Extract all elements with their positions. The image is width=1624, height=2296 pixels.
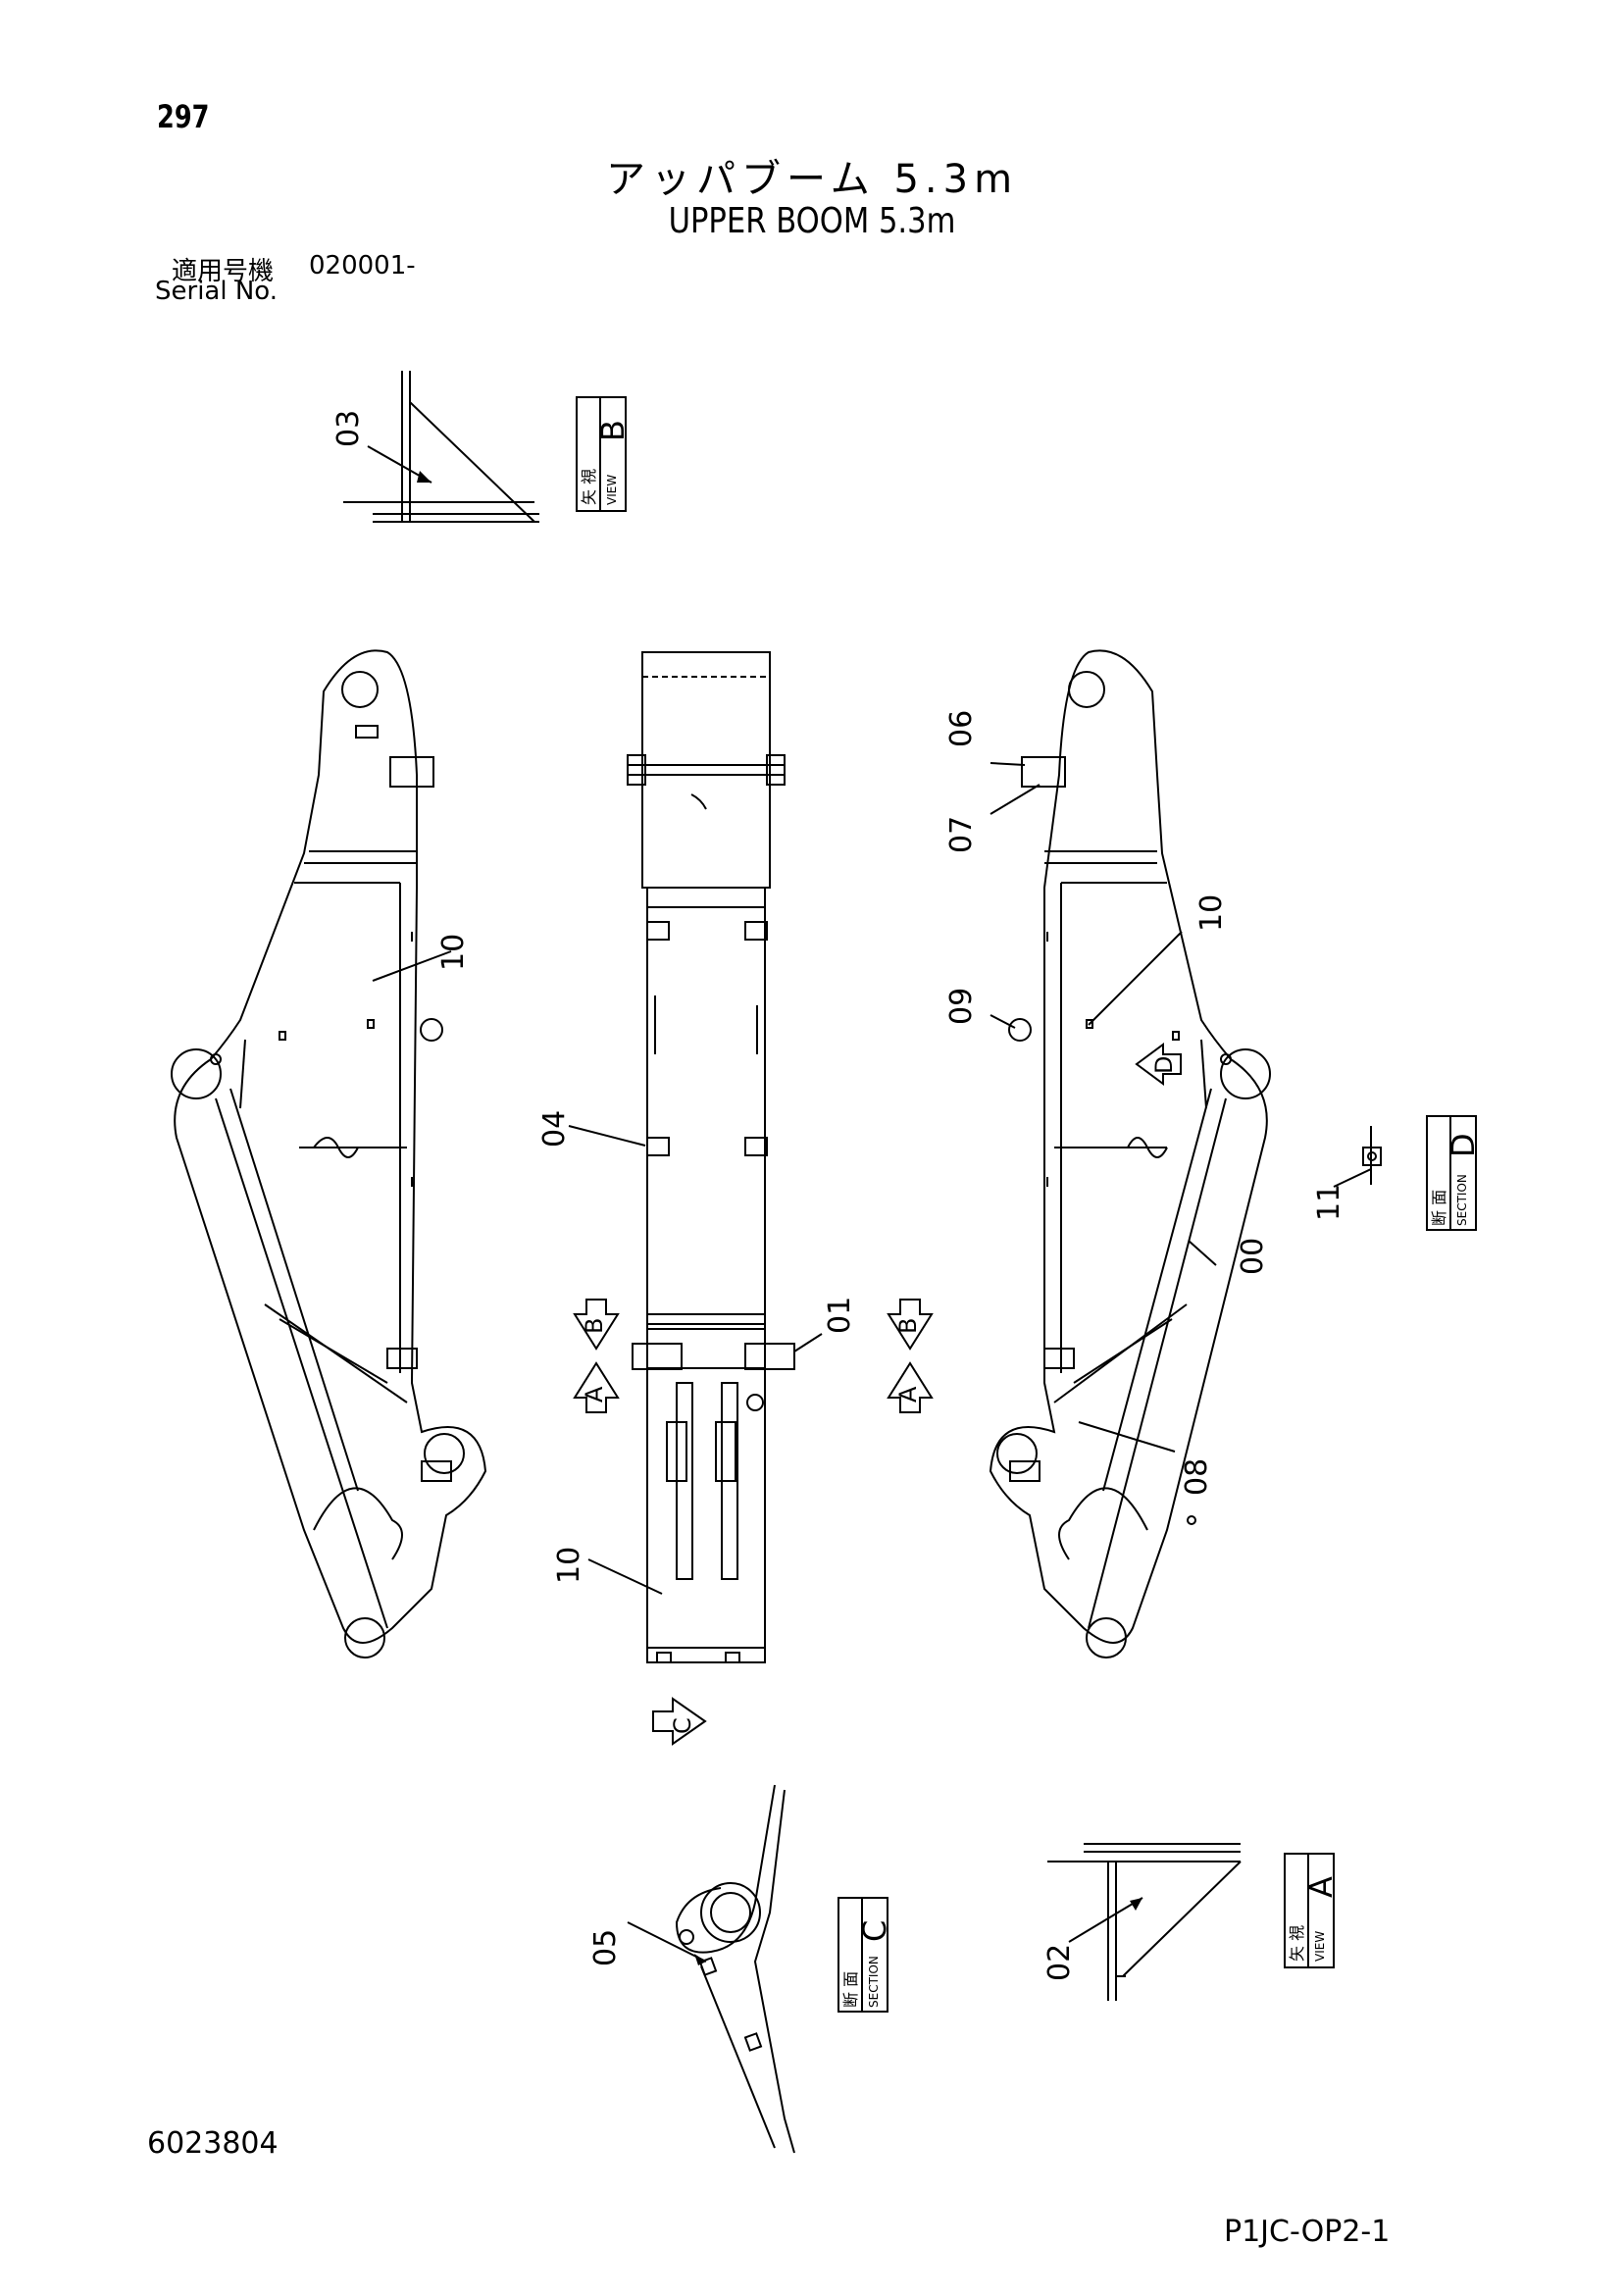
section-d-letter: D <box>1445 1133 1482 1157</box>
leader-08 <box>1078 1421 1176 1453</box>
serial-label-japanese: 適用号機 <box>172 257 275 286</box>
section-c-detail <box>627 1784 795 2154</box>
section-c-en: SECTION <box>867 1956 881 2008</box>
boom-top-view-center <box>627 651 795 1663</box>
section-d-jp: 断 面 <box>1430 1190 1448 1226</box>
callout-03: 03 <box>331 410 366 447</box>
leader-00 <box>1188 1240 1217 1266</box>
svg-text:B: B <box>581 1318 608 1334</box>
callout-06: 06 <box>944 710 979 747</box>
callout-10-left: 10 <box>436 934 471 971</box>
view-b-tag: B 矢 視 VIEW <box>576 396 632 512</box>
view-b-detail <box>343 371 539 523</box>
callout-08: 08 <box>1180 1458 1214 1496</box>
callout-10-right: 10 <box>1194 894 1229 932</box>
arrow-c-marker: C <box>652 1697 707 1746</box>
callout-04: 04 <box>537 1110 572 1148</box>
arrow-b-right: B <box>887 1299 934 1351</box>
section-d-en: SECTION <box>1455 1174 1469 1226</box>
section-c-jp: 断 面 <box>841 1971 860 2008</box>
svg-text:A: A <box>581 1386 608 1403</box>
callout-02: 02 <box>1042 1944 1077 1981</box>
section-c-tag: C 断 面 SECTION <box>837 1897 893 2013</box>
section-d-tag: D 断 面 SECTION <box>1426 1115 1482 1231</box>
view-b-jp: 矢 視 <box>580 469 598 505</box>
boom-side-view-right <box>989 649 1271 1658</box>
svg-text:C: C <box>669 1717 696 1734</box>
svg-text:D: D <box>1150 1056 1178 1074</box>
page-number: 297 <box>157 98 210 135</box>
sheet-code: P1JC-OP2-1 <box>1224 2215 1391 2249</box>
leader-07 <box>990 784 1040 815</box>
title-english: UPPER BOOM 5.3m <box>668 201 956 241</box>
view-a-jp: 矢 視 <box>1288 1925 1306 1962</box>
leader-04 <box>568 1125 646 1147</box>
title-japanese: アッパブーム 5.3m <box>605 157 1019 202</box>
callout-10-center: 10 <box>552 1547 586 1584</box>
arrow-d-marker: D <box>1135 1043 1182 1086</box>
arrow-a-left: A <box>573 1361 620 1413</box>
boom-side-view-left <box>171 649 487 1658</box>
section-d-detail <box>1333 1126 1382 1188</box>
callout-01: 01 <box>823 1297 857 1334</box>
callout-09: 09 <box>944 988 979 1025</box>
view-a-letter: A <box>1302 1876 1340 1898</box>
serial-number-value: 020001- <box>309 251 416 281</box>
leader-06 <box>990 762 1026 766</box>
section-c-letter: C <box>856 1920 893 1942</box>
leader-01 <box>793 1333 823 1352</box>
arrow-b-left: B <box>573 1299 620 1351</box>
leader-10-center <box>587 1558 663 1595</box>
serial-label-english: Serial No. <box>155 277 278 306</box>
svg-text:A: A <box>894 1386 922 1403</box>
callout-05: 05 <box>588 1929 623 1966</box>
arrow-a-right: A <box>887 1361 934 1413</box>
document-code: 6023804 <box>147 2126 279 2161</box>
leader-10-right <box>1088 931 1183 1026</box>
view-a-en: VIEW <box>1313 1931 1327 1962</box>
callout-00: 00 <box>1236 1238 1270 1275</box>
svg-text:B: B <box>894 1318 922 1334</box>
leader-09 <box>990 1014 1016 1029</box>
view-a-detail <box>1047 1843 1242 2001</box>
callout-11: 11 <box>1312 1184 1346 1221</box>
view-a-tag: A 矢 視 VIEW <box>1284 1853 1340 1968</box>
view-b-letter: B <box>594 420 632 441</box>
callout-07: 07 <box>944 816 979 853</box>
view-b-en: VIEW <box>605 475 619 505</box>
